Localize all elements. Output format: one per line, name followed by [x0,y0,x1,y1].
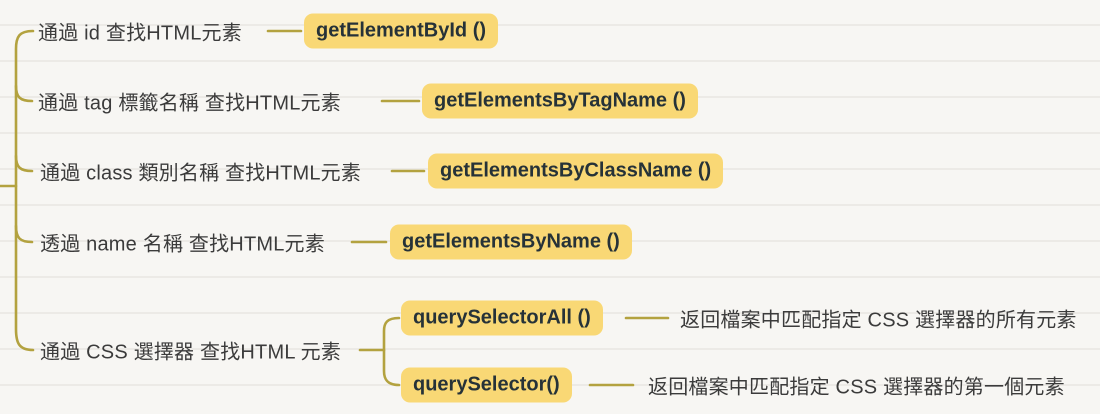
method-node-getelementsbytagname[interactable]: getElementsByTagName () [422,83,698,119]
method-node-queryselector[interactable]: querySelector() [401,367,572,403]
method-node-getelementbyid[interactable]: getElementById () [304,13,499,49]
branch-label-name[interactable]: 透過 name 名稱 查找HTML元素 [40,233,325,256]
method-node-getelementsbyclassname[interactable]: getElementsByClassName () [428,153,724,189]
branch-label-css-selector[interactable]: 通過 CSS 選擇器 查找HTML 元素 [40,341,342,364]
method-node-getelementsbyname[interactable]: getElementsByName () [390,224,632,260]
description-queryselectorall[interactable]: 返回檔案中匹配指定 CSS 選擇器的所有元素 [680,309,1077,332]
description-queryselector[interactable]: 返回檔案中匹配指定 CSS 選擇器的第一個元素 [648,376,1065,399]
method-node-queryselectorall[interactable]: querySelectorAll () [401,300,603,336]
branch-label-id[interactable]: 通過 id 查找HTML元素 [38,22,242,45]
branch-label-tag[interactable]: 通過 tag 標籤名稱 查找HTML元素 [38,92,341,115]
branch-label-class[interactable]: 通過 class 類別名稱 查找HTML元素 [40,162,362,185]
